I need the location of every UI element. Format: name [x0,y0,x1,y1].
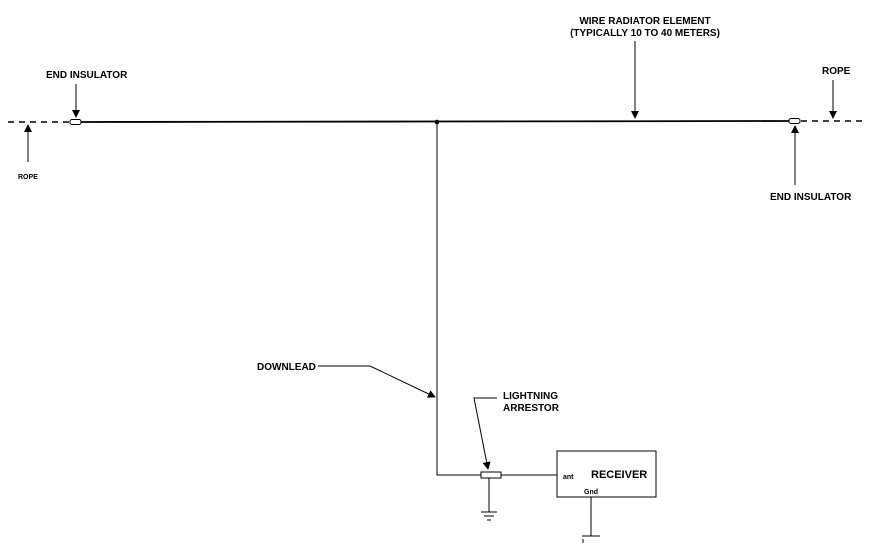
lightning-arrestor-label-line2: ARRESTOR [503,403,560,414]
receiver-label: RECEIVER [591,469,647,481]
end-insulator-right [788,118,801,124]
lightning-arrestor-arrow [473,397,497,470]
wire-radiator-label-line2: (TYPICALLY 10 TO 40 METERS) [570,28,720,39]
wire-radiator-label-line1: WIRE RADIATOR ELEMENT [579,16,710,27]
receiver-ground-symbol [582,497,600,537]
end-insulator-right-label: END INSULATOR [770,192,852,203]
rope-left-label: ROPE [18,174,38,181]
arrestor-ground-symbol [481,478,497,521]
receiver-gnd-label: Gnd [584,489,598,496]
end-insulator-left [69,119,82,125]
rope-right-label: ROPE [822,66,851,77]
downlead-wire [436,122,481,476]
end-insulator-left-label: END INSULATOR [46,70,128,81]
receiver-ant-label: ant [563,474,574,481]
receiver-box [556,450,657,498]
lightning-arrestor-label-line1: LIGHTNING [503,391,558,402]
downlead-label: DOWNLEAD [257,362,316,373]
downlead-arrow [318,365,436,398]
lightning-arrestor [480,471,502,479]
